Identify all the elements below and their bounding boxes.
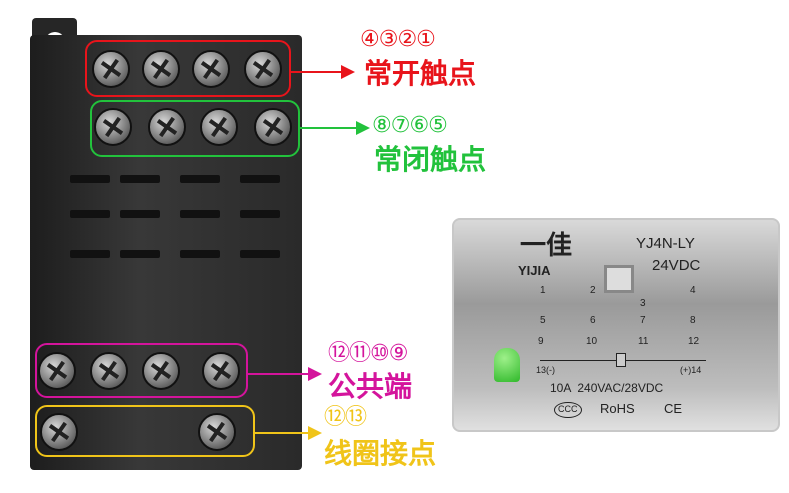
pin-label: 6 — [590, 315, 596, 326]
socket-slot — [240, 175, 280, 183]
model-label: YJ4N-LY — [636, 235, 695, 252]
coil-contacts-label: 线圈接点 — [324, 437, 437, 470]
socket-slot — [120, 175, 160, 183]
pin-label: 9 — [538, 336, 544, 347]
pin-label: 12 — [688, 336, 700, 347]
screw-terminal-6 — [200, 108, 238, 146]
socket-slot — [240, 210, 280, 218]
coil-plus-label: (+)14 — [680, 365, 702, 375]
coil-minus-label: 13(-) — [536, 365, 556, 375]
pin-label: 8 — [690, 315, 696, 326]
no-contacts-highlight — [85, 40, 291, 97]
relay-photo: 一佳 YIJIA YJ4N-LY 24VDC 1 2 3 4 5 6 7 8 9… — [452, 218, 780, 432]
ccc-mark: CCC — [554, 402, 582, 418]
socket-slot — [70, 210, 110, 218]
no-contacts-label: 常开触点 — [364, 57, 477, 90]
common-highlight — [35, 343, 248, 398]
screw-terminal-4 — [92, 50, 130, 88]
coil-symbol — [616, 353, 626, 367]
common-label: 公共端 — [328, 370, 413, 403]
coil-pin-numbers: ⑫⑬ — [324, 405, 367, 430]
socket-slot — [70, 250, 110, 258]
arrow-icon — [300, 121, 370, 135]
nc-pin-numbers: ⑧⑦⑥⑤ — [372, 113, 448, 138]
test-button — [604, 265, 634, 293]
coil-highlight — [35, 405, 255, 457]
pin-label: 1 — [540, 285, 546, 296]
screw-terminal-10 — [142, 352, 180, 390]
screw-terminal-coil-12 — [40, 413, 78, 451]
arrow-icon — [248, 367, 322, 381]
pin-label: 11 — [638, 336, 649, 347]
screw-terminal-3 — [142, 50, 180, 88]
screw-terminal-11 — [90, 352, 128, 390]
screw-terminal-9 — [202, 352, 240, 390]
screw-terminal-5 — [254, 108, 292, 146]
pin-label: 4 — [690, 285, 696, 296]
screw-terminal-8 — [94, 108, 132, 146]
arrow-icon — [291, 65, 355, 79]
no-pin-numbers: ④③②① — [360, 27, 436, 52]
pin-label: 10 — [586, 336, 598, 347]
screw-terminal-12 — [38, 352, 76, 390]
rohs-mark: RoHS — [600, 401, 635, 416]
screw-terminal-coil-13 — [198, 413, 236, 451]
socket-slot — [180, 210, 220, 218]
screw-terminal-1 — [244, 50, 282, 88]
screw-terminal-2 — [192, 50, 230, 88]
arrow-icon — [255, 426, 322, 440]
socket-slot — [120, 210, 160, 218]
nc-contacts-label: 常闭触点 — [374, 143, 487, 176]
pin-label: 7 — [640, 315, 646, 326]
pin-label: 2 — [590, 285, 596, 296]
brand-logo-cn: 一佳 — [520, 230, 573, 260]
nc-contacts-highlight — [90, 100, 300, 157]
led-indicator — [494, 348, 520, 382]
socket-slot — [240, 250, 280, 258]
socket-slot — [180, 175, 220, 183]
socket-slot — [70, 175, 110, 183]
brand-logo: YIJIA — [518, 263, 551, 278]
pin-label: 5 — [540, 315, 546, 326]
socket-slot — [120, 250, 160, 258]
rating-label: 10A 240VAC/28VDC — [550, 381, 664, 395]
screw-terminal-7 — [148, 108, 186, 146]
com-pin-numbers: ⑫⑪⑩⑨ — [328, 341, 408, 366]
pin-label: 3 — [640, 298, 646, 309]
socket-slot — [180, 250, 220, 258]
voltage-label: 24VDC — [652, 257, 701, 274]
ce-mark: CE — [664, 401, 683, 416]
